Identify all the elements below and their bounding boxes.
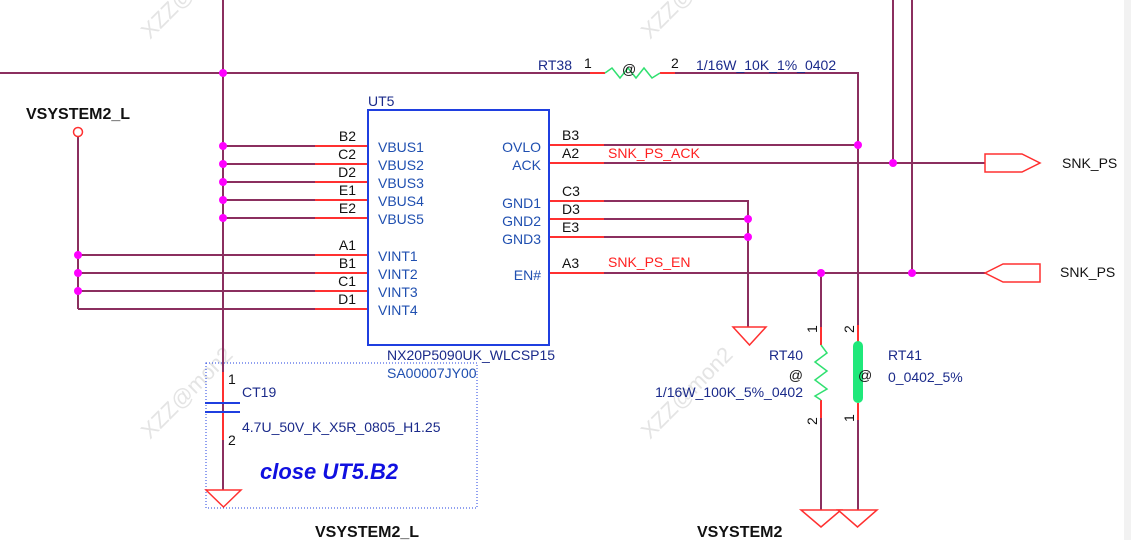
svg-text:RT38: RT38 [538,57,572,73]
pin-stubs [77,72,859,440]
svg-text:B1: B1 [339,255,356,271]
svg-text:OVLO: OVLO [502,139,541,155]
svg-text:C2: C2 [338,146,356,162]
ic-ut5-body[interactable] [367,109,550,346]
svg-text:CT19: CT19 [242,384,276,400]
resistor-rt41[interactable]: 2 1 @ RT41 0_0402_5% [841,325,963,422]
svg-text:1/16W_100K_5%_0402: 1/16W_100K_5%_0402 [655,384,803,400]
svg-text:VINT4: VINT4 [378,302,418,318]
svg-text:D2: D2 [338,164,356,180]
placement-note-box [205,362,478,509]
power-port-circle-icon [72,126,84,138]
scrollbar[interactable] [1124,0,1131,540]
svg-text:1/16W_10K_1%_0402: 1/16W_10K_1%_0402 [696,57,836,73]
net-vsystem2: VSYSTEM2 [697,524,782,540]
ic-code: SA00007JY00 [387,365,477,381]
svg-text:VBUS4: VBUS4 [378,193,424,209]
ground-icon [731,326,768,347]
svg-text:C1: C1 [338,273,356,289]
svg-text:VINT2: VINT2 [378,266,418,282]
vsystem2-l-power-icon [204,489,243,509]
capacitor-ct19[interactable]: 1 2 CT19 4.7U_50V_K_X5R_0805_H1.25 [205,371,441,448]
svg-text:1: 1 [841,414,857,422]
resistor-rt40[interactable]: 1 2 RT40 @ 1/16W_100K_5%_0402 [655,325,829,425]
ic-part: NX20P5090UK_WLCSP15 [387,347,555,363]
svg-text:VBUS2: VBUS2 [378,157,424,173]
svg-text:ACK: ACK [512,157,541,173]
svg-text:VINT3: VINT3 [378,284,418,300]
svg-text:VBUS3: VBUS3 [378,175,424,191]
net-vsystem2-l-bottom: VSYSTEM2_L [315,524,419,540]
svg-text:2: 2 [804,417,820,425]
placement-note: close UT5.B2 [260,459,399,484]
svg-text:4.7U_50V_K_X5R_0805_H1.25: 4.7U_50V_K_X5R_0805_H1.25 [242,419,441,435]
svg-text:SNK_PS: SNK_PS [1062,155,1117,171]
svg-text:A3: A3 [562,255,579,271]
net-snk-ps-en: SNK_PS_EN [608,254,690,270]
svg-text:@: @ [622,61,636,77]
vsystem2-power-icon [798,509,844,528]
svg-text:VINT1: VINT1 [378,248,418,264]
svg-text:2: 2 [228,432,236,448]
svg-text:@: @ [858,367,872,383]
svg-text:D1: D1 [338,291,356,307]
svg-text:2: 2 [671,55,679,71]
svg-text:VBUS1: VBUS1 [378,139,424,155]
svg-text:SNK_PS: SNK_PS [1060,264,1115,280]
port-snk-ps-input[interactable]: SNK_PS [983,263,1115,283]
svg-text:RT40: RT40 [769,347,803,363]
svg-text:EN#: EN# [514,267,541,283]
svg-text:GND2: GND2 [502,213,541,229]
svg-text:0_0402_5%: 0_0402_5% [888,369,963,385]
svg-text:1: 1 [228,371,236,387]
svg-text:E2: E2 [339,200,356,216]
svg-text:GND3: GND3 [502,231,541,247]
svg-text:A2: A2 [562,145,579,161]
svg-text:RT41: RT41 [888,347,922,363]
svg-text:@: @ [789,367,803,383]
port-snk-ps-output[interactable]: SNK_PS [984,153,1117,173]
svg-text:C3: C3 [562,183,580,199]
svg-text:A1: A1 [339,237,356,253]
svg-text:D3: D3 [562,201,580,217]
svg-text:B2: B2 [339,128,356,144]
junctions [74,69,916,295]
vsystem2-power-icon [835,509,880,528]
svg-text:1: 1 [804,325,820,333]
watermark: XZZ@mon2 [636,0,738,44]
svg-text:E1: E1 [339,182,356,198]
svg-text:E3: E3 [562,219,579,235]
svg-text:1: 1 [584,55,592,71]
ic-ref: UT5 [368,93,395,109]
svg-text:GND1: GND1 [502,195,541,211]
net-vsystem2-l: VSYSTEM2_L [26,106,130,123]
svg-text:2: 2 [841,325,857,333]
net-snk-ps-ack: SNK_PS_ACK [608,145,700,161]
resistor-rt38[interactable]: RT38 1 @ 2 1/16W_10K_1%_0402 [538,55,836,80]
svg-text:B3: B3 [562,127,579,143]
wires [0,0,985,510]
svg-text:VBUS5: VBUS5 [378,211,424,227]
